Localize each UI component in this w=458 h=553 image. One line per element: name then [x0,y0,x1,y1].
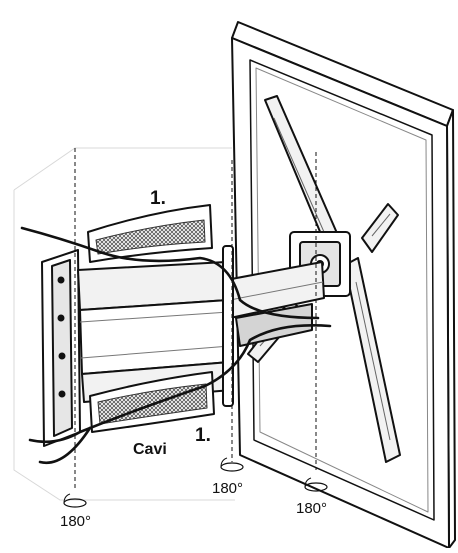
step-label-top: 1. [150,188,166,209]
rotation-axes [74,148,317,490]
rotation-label-middle: 180° [212,480,244,497]
rotation-label-left: 180° [60,513,92,530]
rotation-circle-icon [63,493,87,508]
cables-label: Cavi [128,440,172,460]
cables [20,226,332,465]
wall-plate [41,249,81,447]
rotation-circle-icon [304,477,328,492]
rotation-circle-icon [220,457,244,472]
rotation-label-right: 180° [296,500,328,517]
step-label-bottom: 1. [195,425,211,446]
